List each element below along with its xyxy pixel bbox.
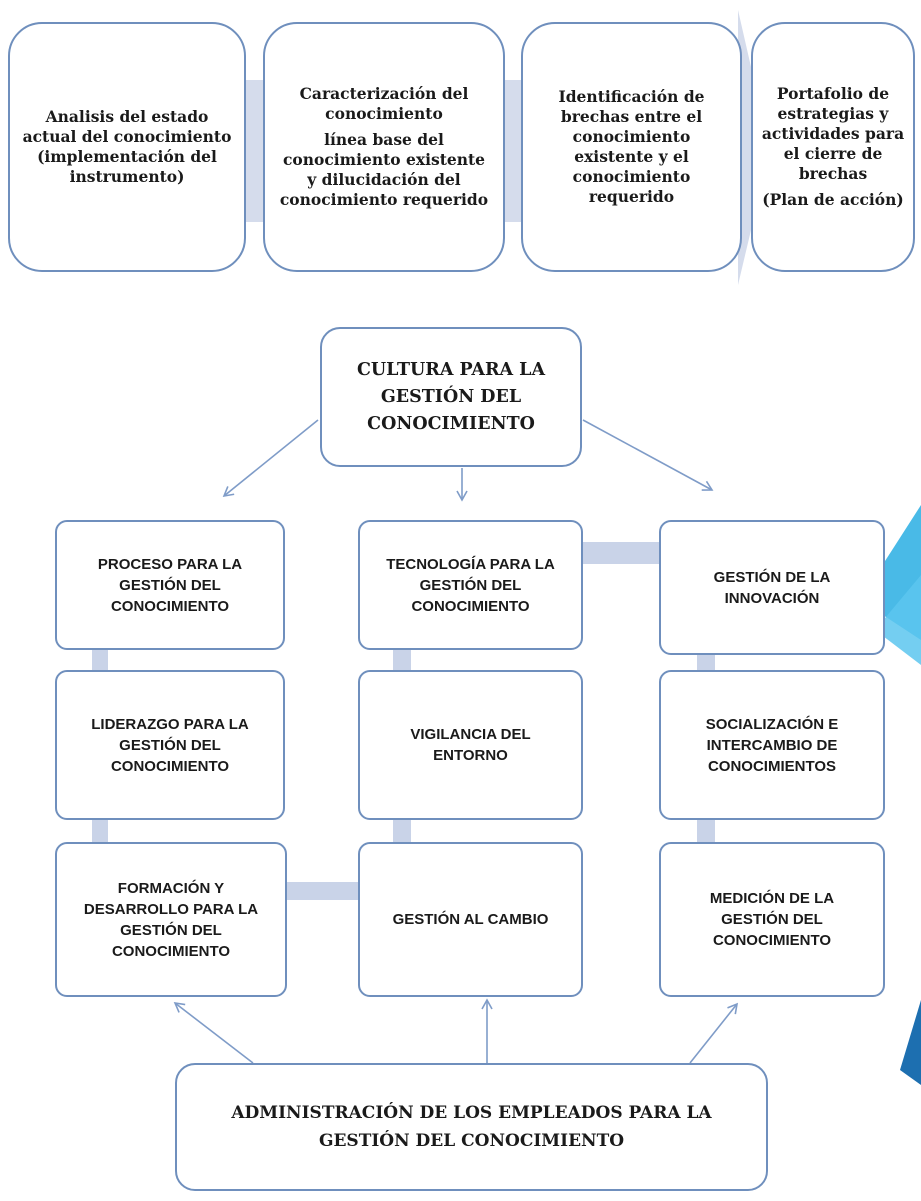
step-1-subtitle: (implementación del instrumento) [37, 147, 217, 186]
leadership-box: LIDERAZGO PARA LA GESTIÓN DEL CONOCIMIEN… [55, 670, 285, 820]
measurement-box: MEDICIÓN DE LA GESTIÓN DEL CONOCIMIENTO [659, 842, 885, 997]
connector-technology-innovation [582, 542, 660, 564]
socialization-box: SOCIALIZACIÓN E INTERCAMBIO DE CONOCIMIE… [659, 670, 885, 820]
change-management-label: GESTIÓN AL CAMBIO [392, 911, 549, 928]
step-4-subtitle: (Plan de acción) [762, 190, 904, 209]
culture-label: CULTURA PARA LA GESTIÓN DEL CONOCIMIENTO [356, 359, 546, 434]
change-management-box: GESTIÓN AL CAMBIO [358, 842, 583, 997]
training-label: FORMACIÓN Y DESARROLLO PARA LA GESTIÓN D… [83, 879, 259, 960]
leadership-label: LIDERAZGO PARA LA GESTIÓN DEL CONOCIMIEN… [91, 715, 249, 775]
connector-innovation-socialization [697, 655, 715, 670]
connector-surveillance-change [393, 820, 411, 842]
process-step-1: Analisis del estado actual del conocimie… [8, 22, 246, 272]
administration-box: ADMINISTRACIÓN DE LOS EMPLEADOS PARA LA … [175, 1063, 768, 1191]
socialization-label: SOCIALIZACIÓN E INTERCAMBIO DE CONOCIMIE… [705, 715, 839, 775]
connector-socialization-measurement [697, 820, 715, 842]
culture-box: CULTURA PARA LA GESTIÓN DEL CONOCIMIENTO [320, 327, 582, 467]
process-step-4: Portafolio de estrategias y actividades … [751, 22, 915, 272]
process-step-3: Identificación de brechas entre el conoc… [521, 22, 742, 272]
step-1-title: Analisis del estado actual del conocimie… [22, 107, 232, 146]
step-2-title: Caracterización del conocimiento [299, 84, 469, 123]
connector-technology-surveillance [393, 650, 411, 670]
connector-process-leadership [92, 650, 108, 670]
technology-box: TECNOLOGÍA PARA LA GESTIÓN DEL CONOCIMIE… [358, 520, 583, 650]
administration-label: ADMINISTRACIÓN DE LOS EMPLEADOS PARA LA … [231, 1103, 712, 1151]
connector-training-change [287, 882, 360, 900]
step-3-title: Identificación de brechas entre el conoc… [558, 87, 705, 206]
innovation-box: GESTIÓN DE LA INNOVACIÓN [659, 520, 885, 655]
training-box: FORMACIÓN Y DESARROLLO PARA LA GESTIÓN D… [55, 842, 287, 997]
innovation-label: GESTIÓN DE LA INNOVACIÓN [713, 568, 831, 607]
technology-label: TECNOLOGÍA PARA LA GESTIÓN DEL CONOCIMIE… [386, 555, 555, 615]
process-step-2: Caracterización del conocimiento línea b… [263, 22, 505, 272]
surveillance-box: VIGILANCIA DEL ENTORNO [358, 670, 583, 820]
connector-leadership-training [92, 820, 108, 842]
surveillance-label: VIGILANCIA DEL ENTORNO [410, 726, 531, 764]
step-2-subtitle: línea base del conocimiento existente y … [279, 130, 489, 209]
step-4-title: Portafolio de estrategias y actividades … [761, 84, 905, 183]
process-label: PROCESO PARA LA GESTIÓN DEL CONOCIMIENTO [97, 555, 243, 615]
measurement-label: MEDICIÓN DE LA GESTIÓN DEL CONOCIMIENTO [709, 890, 835, 949]
process-box: PROCESO PARA LA GESTIÓN DEL CONOCIMIENTO [55, 520, 285, 650]
